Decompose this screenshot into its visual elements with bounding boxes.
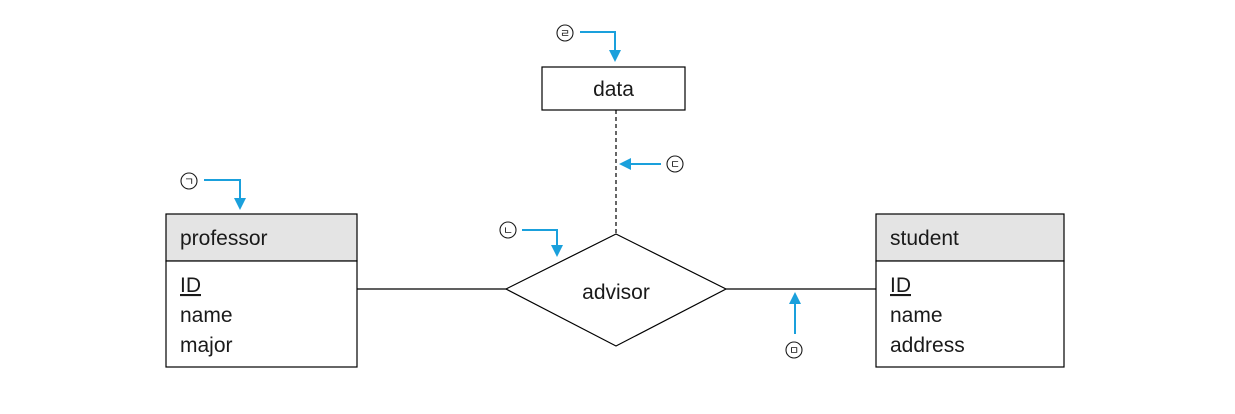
- data-box[interactable]: data: [541, 66, 686, 111]
- student-entity[interactable]: student ID name address: [875, 213, 1065, 368]
- professor-entity[interactable]: professor ID name major: [165, 213, 358, 368]
- advisor-label: advisor: [582, 281, 650, 304]
- professor-title: professor: [180, 227, 268, 250]
- student-title: student: [890, 227, 959, 250]
- student-header: [875, 213, 1065, 262]
- marker-4-callout: ㄹ: [556, 24, 621, 62]
- data-box-label: data: [593, 78, 634, 101]
- marker-4-label: ㄹ: [560, 27, 570, 40]
- student-attr-name: name: [890, 304, 943, 327]
- professor-attr-id: ID: [180, 274, 201, 297]
- marker-5-label: ㅁ: [789, 344, 799, 357]
- professor-body: [165, 260, 358, 368]
- student-attr-address: address: [890, 334, 965, 357]
- student-attr-id: ID: [890, 274, 911, 297]
- marker-3-callout: ㄷ: [619, 155, 684, 173]
- marker-1-label: ㄱ: [184, 175, 194, 188]
- advisor-relationship[interactable]: advisor: [504, 233, 728, 347]
- marker-3-label: ㄷ: [670, 158, 680, 171]
- professor-attr-major: major: [180, 334, 233, 357]
- marker-1-callout: ㄱ: [180, 172, 246, 210]
- marker-2-callout: ㄴ: [499, 221, 563, 257]
- student-body: [875, 260, 1065, 368]
- professor-header: [165, 213, 358, 262]
- marker-2-label: ㄴ: [503, 224, 513, 237]
- professor-attr-name: name: [180, 304, 233, 327]
- marker-5-callout: ㅁ: [785, 292, 803, 359]
